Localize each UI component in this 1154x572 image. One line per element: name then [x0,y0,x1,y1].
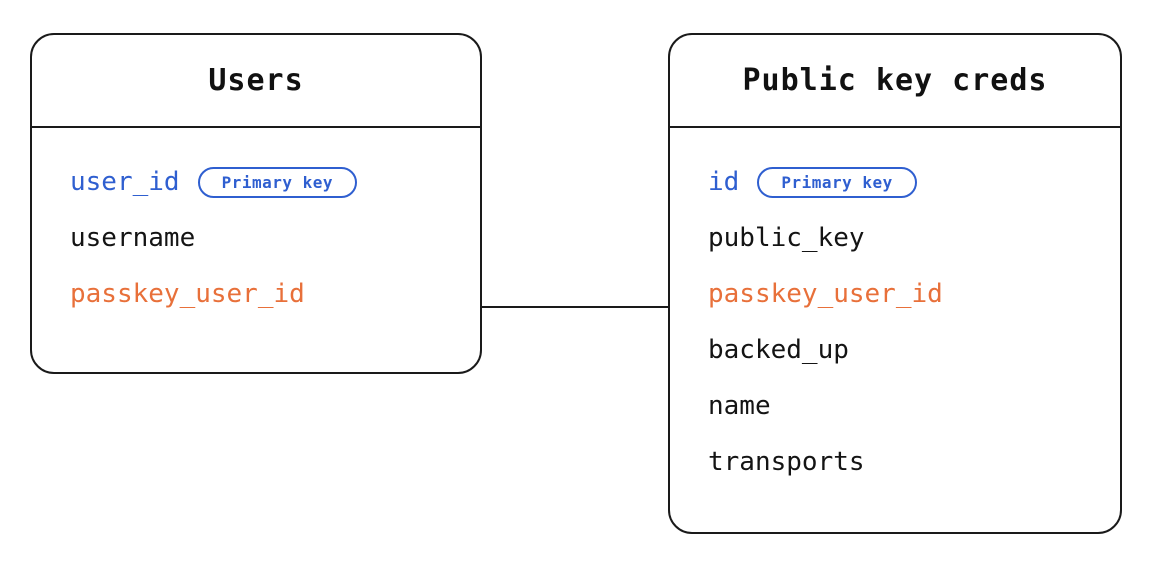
field-row[interactable]: id Primary key [670,154,1120,210]
field-row[interactable]: user_id Primary key [32,154,480,210]
field-row[interactable]: transports [670,434,1120,490]
field-row[interactable]: name [670,378,1120,434]
field-row[interactable]: passkey_user_id [32,266,480,322]
field-name-name: name [708,391,771,421]
entity-fields-users: user_id Primary key username passkey_use… [32,128,480,322]
entity-fields-public-key-creds: id Primary key public_key passkey_user_i… [670,128,1120,490]
field-row[interactable]: public_key [670,210,1120,266]
primary-key-badge: Primary key [197,166,358,198]
field-name-passkey-user-id: passkey_user_id [708,279,943,309]
field-row[interactable]: username [32,210,480,266]
primary-key-badge: Primary key [757,166,917,198]
field-name-id: id [708,167,740,197]
field-name-transports: transports [708,447,865,477]
entity-title-users: Users [208,63,304,98]
field-name-passkey-user-id: passkey_user_id [70,279,305,309]
field-row[interactable]: passkey_user_id [670,266,1120,322]
field-name-backed-up: backed_up [708,335,849,365]
entity-title-public-key-creds: Public key creds [742,63,1048,98]
relationship-connector-line[interactable] [481,306,669,308]
entity-header-users: Users [32,35,480,128]
field-name-public-key: public_key [708,223,865,253]
entity-header-public-key-creds: Public key creds [670,35,1120,128]
field-row[interactable]: backed_up [670,322,1120,378]
entity-card-public-key-creds[interactable]: Public key creds id Primary key public_k… [668,33,1122,534]
entity-card-users[interactable]: Users user_id Primary key username passk… [30,33,482,374]
field-name-username: username [70,223,196,253]
field-name-user-id: user_id [70,167,180,197]
